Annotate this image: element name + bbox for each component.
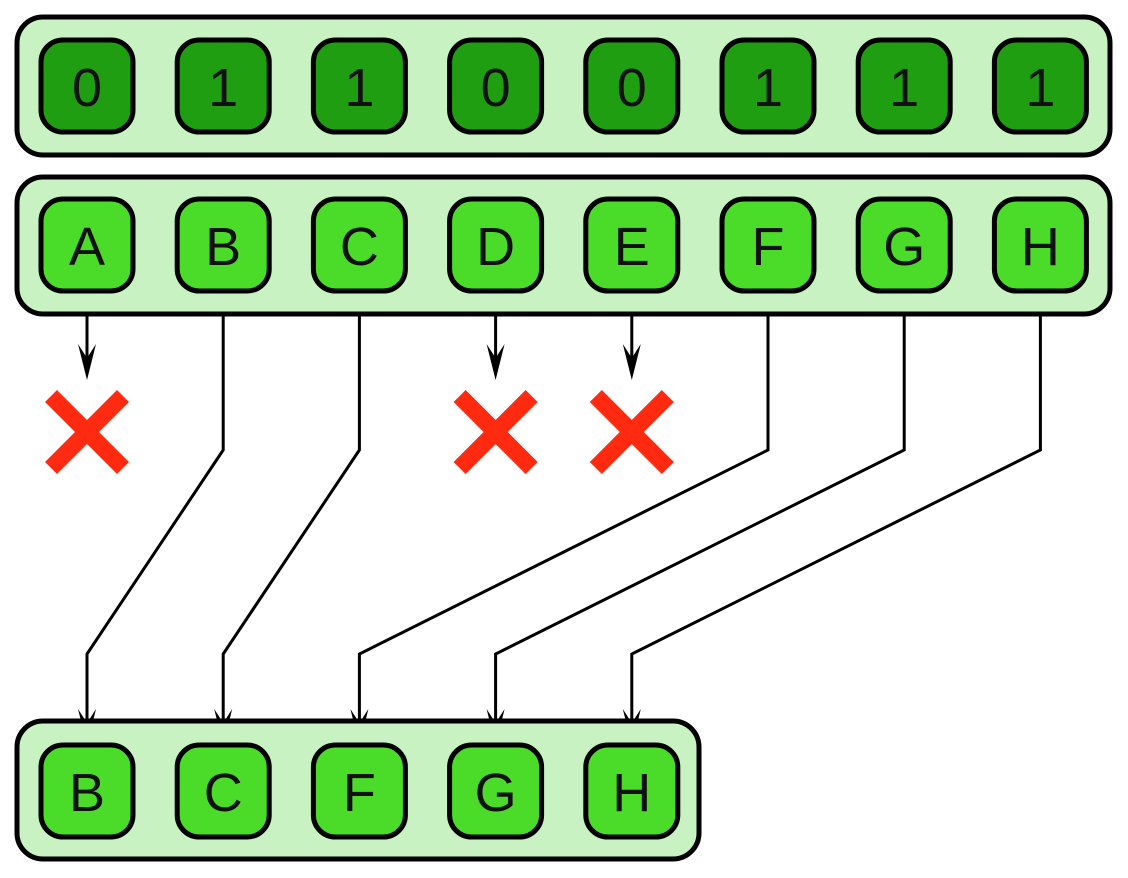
keep-connector-h: [630, 291, 1042, 735]
letter-cell-label: H: [1021, 217, 1060, 277]
letter-cell-label: F: [752, 217, 785, 277]
bit-cell-box: [991, 37, 1089, 135]
bit-cell: 1: [991, 37, 1089, 135]
input-panel: [14, 174, 1113, 317]
bit-cell-label: 1: [889, 58, 919, 118]
letter-cell-box: [583, 196, 681, 294]
letter-cell-label: E: [614, 217, 650, 277]
result-cell-label: G: [475, 763, 517, 823]
keep-connector-f: [357, 291, 770, 735]
bit-cell: 1: [855, 37, 953, 135]
bit-cell-label: 0: [617, 58, 647, 118]
result-cell: F: [310, 742, 408, 840]
letter-cell-box: [855, 196, 953, 294]
letter-cell-box: [310, 196, 408, 294]
result-cell: B: [38, 742, 136, 840]
letter-cell-box: [991, 196, 1089, 294]
result-cell-box: [38, 742, 136, 840]
bit-cell-box: [719, 37, 817, 135]
bitmask-panel: [14, 14, 1113, 158]
letter-cell-box: [719, 196, 817, 294]
discard-marks-layer: [44, 389, 674, 475]
arrow-down-icon: [486, 344, 505, 380]
letter-cell-label: G: [883, 217, 925, 277]
bit-cell-label: 0: [481, 58, 511, 118]
bit-cell-label: 1: [208, 58, 238, 118]
bit-cell-label: 1: [753, 58, 783, 118]
result-cell-label: F: [343, 763, 376, 823]
letter-cell: G: [855, 196, 953, 294]
bit-cell: 1: [174, 37, 272, 135]
keep-connector-c: [221, 291, 361, 735]
result-cell-box: [447, 742, 545, 840]
letter-cell: C: [310, 196, 408, 294]
red-x-cross-icon: [44, 389, 130, 475]
bit-cell-label: 1: [1025, 58, 1055, 118]
red-x-cross-icon: [589, 389, 674, 475]
result-cell-label: B: [69, 763, 105, 823]
bit-cell: 1: [719, 37, 817, 135]
keep-connector-g: [494, 291, 906, 735]
result-cell-label: H: [612, 763, 651, 823]
bit-cell-label: 1: [344, 58, 374, 118]
bit-cell: 0: [583, 37, 681, 135]
bit-cell-box: [855, 37, 953, 135]
connectors-layer: [78, 291, 1042, 745]
letter-cell-label: C: [340, 217, 379, 277]
bit-cell: 0: [38, 37, 136, 135]
arrow-down-icon: [78, 344, 96, 380]
letter-cell: D: [447, 196, 545, 294]
bit-cell-box: [38, 37, 136, 135]
bit-cell-box: [310, 37, 408, 135]
letter-cell-label: B: [205, 217, 241, 277]
result-cell: H: [583, 742, 681, 840]
arrow-down-icon: [622, 344, 641, 380]
bit-cell-box: [174, 37, 272, 135]
result-cell-label: C: [204, 763, 243, 823]
bit-cell: 1: [310, 37, 408, 135]
red-x-cross-icon: [453, 389, 538, 475]
bit-cell-box: [447, 37, 545, 135]
letter-cell: E: [583, 196, 681, 294]
letter-cell-box: [447, 196, 545, 294]
letter-cell-box: [38, 196, 136, 294]
letter-cell-label: A: [69, 217, 105, 277]
letter-cell: H: [991, 196, 1089, 294]
letter-cell: F: [719, 196, 817, 294]
bit-cell-box: [583, 37, 681, 135]
result-cell-box: [583, 742, 681, 840]
bit-cell-label: 0: [72, 58, 102, 118]
result-cell: C: [174, 742, 272, 840]
letter-cell-label: D: [476, 217, 515, 277]
result-cell: G: [447, 742, 545, 840]
letter-cell: A: [38, 196, 136, 294]
keep-connector-b: [85, 291, 225, 735]
letter-cell-box: [174, 196, 272, 294]
result-cell-box: [310, 742, 408, 840]
letter-cell: B: [174, 196, 272, 294]
input-row: A B C D E F G H: [38, 196, 1089, 294]
result-cell-box: [174, 742, 272, 840]
bitmask-row: 0 1 1 0 0 1 1 1: [38, 37, 1089, 135]
bit-cell: 0: [447, 37, 545, 135]
